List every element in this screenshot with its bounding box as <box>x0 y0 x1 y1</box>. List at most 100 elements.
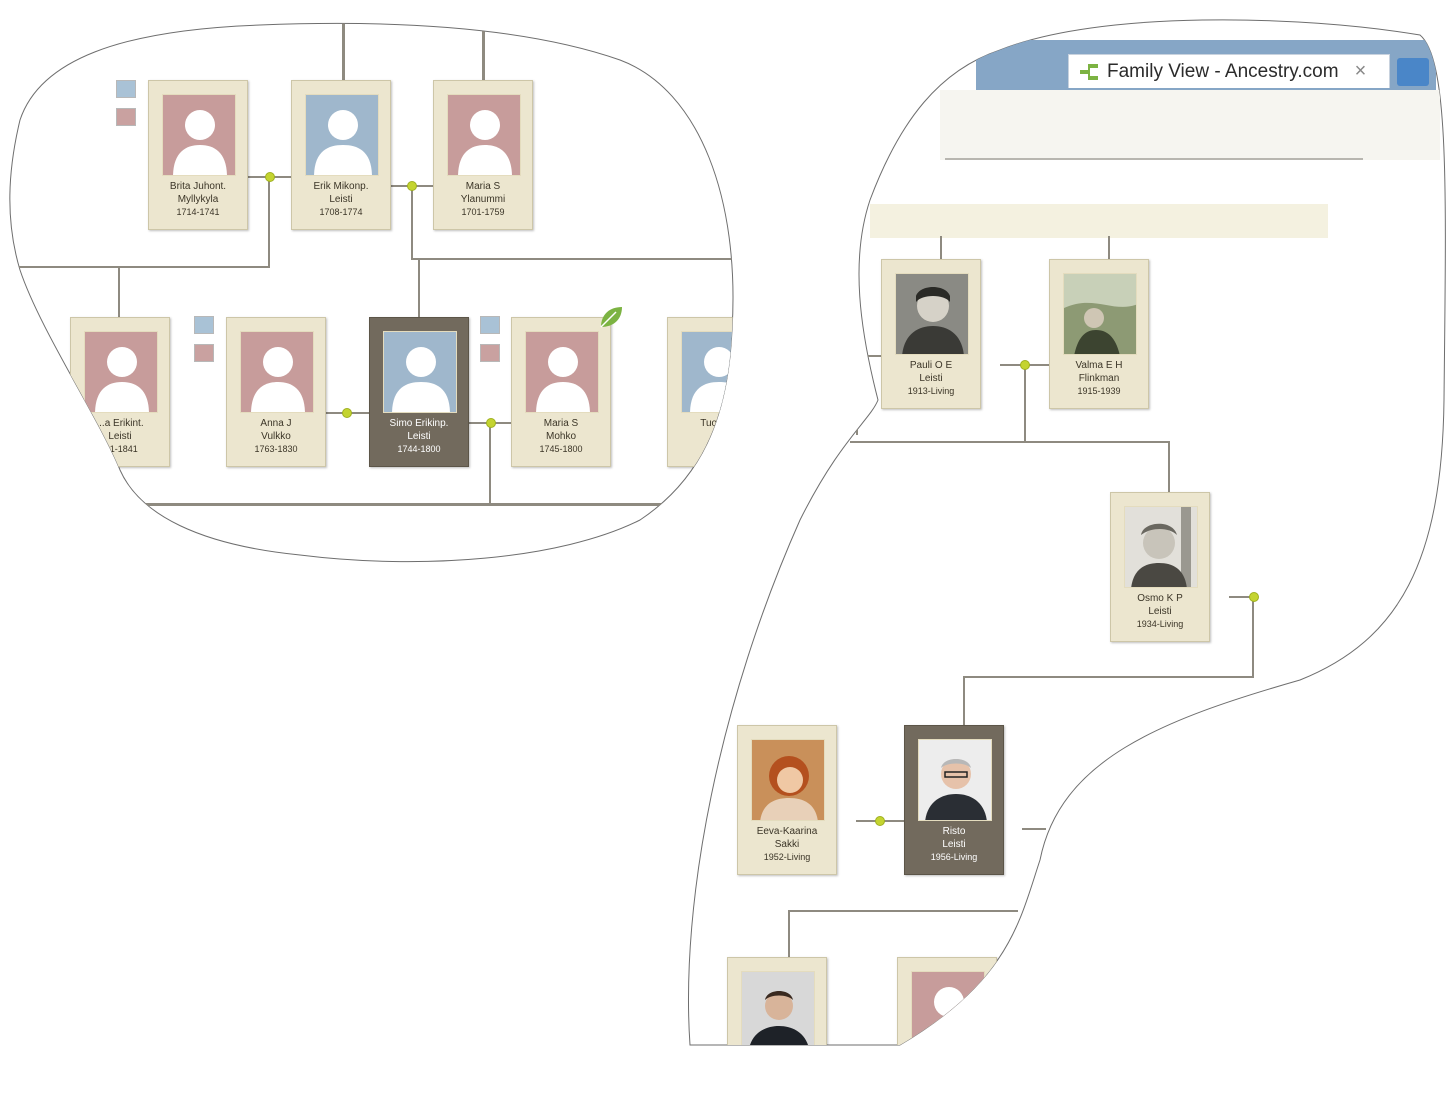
connector-line <box>118 266 120 318</box>
person-name: Pauli O E <box>909 360 953 371</box>
person-years: 1763-1830 <box>254 444 298 454</box>
person-years: 1915-1939 <box>1077 386 1121 396</box>
connector-line <box>940 236 942 260</box>
person-years: ...1-1841 <box>102 444 138 454</box>
person-surname: Leisti <box>407 431 431 442</box>
header-bar <box>870 204 1328 238</box>
focus-person-card[interactable]: Simo Erikinp. Leisti 1744-1800 <box>369 317 469 467</box>
left-tree-outline <box>9 19 1446 1046</box>
person-card[interactable] <box>727 957 827 1107</box>
person-years: 1708-1774 <box>319 207 363 217</box>
person-card[interactable]: Valma E H Flinkman 1915-1939 <box>1049 259 1149 409</box>
new-tab-icon[interactable] <box>1397 58 1429 86</box>
marriage-dot[interactable] <box>407 181 417 191</box>
connector-line <box>1168 441 1170 493</box>
female-silhouette-icon <box>240 331 314 413</box>
connector-line <box>788 910 1018 912</box>
person-years: 1956-Living <box>930 852 978 862</box>
person-card[interactable]: Pauli O E Leisti 1913-Living <box>881 259 981 409</box>
father-mini-icon[interactable] <box>480 316 500 334</box>
connector-line <box>418 258 420 318</box>
person-surname: Myllykyla <box>177 194 219 205</box>
person-surname: Vulkko <box>261 431 291 442</box>
person-surname: Leisti <box>108 431 132 442</box>
marriage-dot[interactable] <box>342 408 352 418</box>
marriage-dot[interactable] <box>1020 360 1030 370</box>
person-photo <box>751 739 825 821</box>
connector-line <box>1024 364 1026 442</box>
person-card[interactable]: Eeva-Kaarina Sakki 1952-Living <box>737 725 837 875</box>
mother-mini-icon[interactable] <box>194 344 214 362</box>
person-photo <box>918 739 992 821</box>
family-tree-icon <box>1079 62 1101 82</box>
person-name: Valma E H <box>1075 360 1123 371</box>
female-silhouette-icon <box>162 94 236 176</box>
connector-line <box>963 676 965 726</box>
tab-close-icon[interactable]: × <box>1354 60 1367 82</box>
female-silhouette-icon <box>447 94 521 176</box>
left-tree-region: Brita Juhont. Myllykyla 1714-1741 Erik M… <box>0 0 1455 1050</box>
connector-line <box>489 422 491 504</box>
female-silhouette-icon <box>84 331 158 413</box>
person-years: 1913-Living <box>907 386 955 396</box>
connector-line <box>1229 596 1253 598</box>
person-card[interactable]: Brita Juhont. Myllykyla 1714-1741 <box>148 80 248 230</box>
father-mini-icon[interactable] <box>194 316 214 334</box>
connector-line <box>963 676 1254 678</box>
person-surname: Leisti <box>942 839 966 850</box>
toolbar-area <box>940 90 1440 160</box>
person-name: Brita Juhont. <box>169 181 227 192</box>
connector-line <box>1108 236 1110 260</box>
mother-mini-icon[interactable] <box>116 108 136 126</box>
person-surname: Leisti <box>329 194 353 205</box>
female-silhouette-icon <box>525 331 599 413</box>
person-name: Erik Mikonp. <box>313 181 369 192</box>
person-name: Maria S <box>465 181 501 192</box>
connector-line <box>850 441 1170 443</box>
browser-tab[interactable]: Family View - Ancestry.com × <box>1068 54 1390 88</box>
connector-line <box>482 20 485 80</box>
hint-leaf-icon[interactable] <box>598 304 624 330</box>
person-name: Eeva-Kaarina <box>756 826 818 837</box>
person-years: 1952-Living <box>763 852 811 862</box>
focus-person-card[interactable]: Risto Leisti 1956-Living <box>904 725 1004 875</box>
person-card[interactable]: ...a Erikint. Leisti ...1-1841 <box>70 317 170 467</box>
connector-line <box>0 266 270 268</box>
person-years: 1714-1741 <box>176 207 220 217</box>
father-mini-icon[interactable] <box>116 80 136 98</box>
mother-mini-icon[interactable] <box>480 344 500 362</box>
male-silhouette-icon <box>383 331 457 413</box>
person-name: Simo Erikinp. <box>389 418 449 429</box>
person-name: Maria S <box>543 418 579 429</box>
connector-line <box>788 910 790 958</box>
marriage-dot[interactable] <box>265 172 275 182</box>
connector-line <box>268 176 270 268</box>
person-surname: Mohko <box>545 431 576 442</box>
connector-line <box>1022 828 1046 830</box>
person-years: 1934-Living <box>1136 619 1184 629</box>
person-name: ...a Erikint. <box>96 418 144 429</box>
person-years: 1745-1800 <box>539 444 583 454</box>
person-card[interactable]: Osmo K P Leisti 1934-Living <box>1110 492 1210 642</box>
connector-line <box>1252 596 1254 678</box>
person-card[interactable]: Erik Mikonp. Leisti 1708-1774 <box>291 80 391 230</box>
male-silhouette-icon <box>305 94 379 176</box>
tab-title: Family View - Ancestry.com <box>1107 60 1339 82</box>
person-card[interactable]: Maria S Ylanummi 1701-1759 <box>433 80 533 230</box>
person-name: Anna J <box>260 418 292 429</box>
person-photo <box>741 971 815 1053</box>
connector-line <box>411 185 413 259</box>
marriage-dot[interactable] <box>486 418 496 428</box>
person-photo <box>895 273 969 355</box>
person-photo <box>1124 506 1198 588</box>
marriage-dot[interactable] <box>1249 592 1259 602</box>
person-card[interactable]: Anna J Vulkko 1763-1830 <box>226 317 326 467</box>
marriage-dot[interactable] <box>875 816 885 826</box>
person-card[interactable]: Maria S Mohko 1745-1800 <box>511 317 611 467</box>
person-years: 1701-1759 <box>461 207 505 217</box>
connector-line <box>342 20 345 80</box>
person-photo <box>1063 273 1137 355</box>
person-surname: Sakki <box>774 839 800 850</box>
connector-line <box>856 355 882 357</box>
person-name: Osmo K P <box>1137 593 1183 604</box>
